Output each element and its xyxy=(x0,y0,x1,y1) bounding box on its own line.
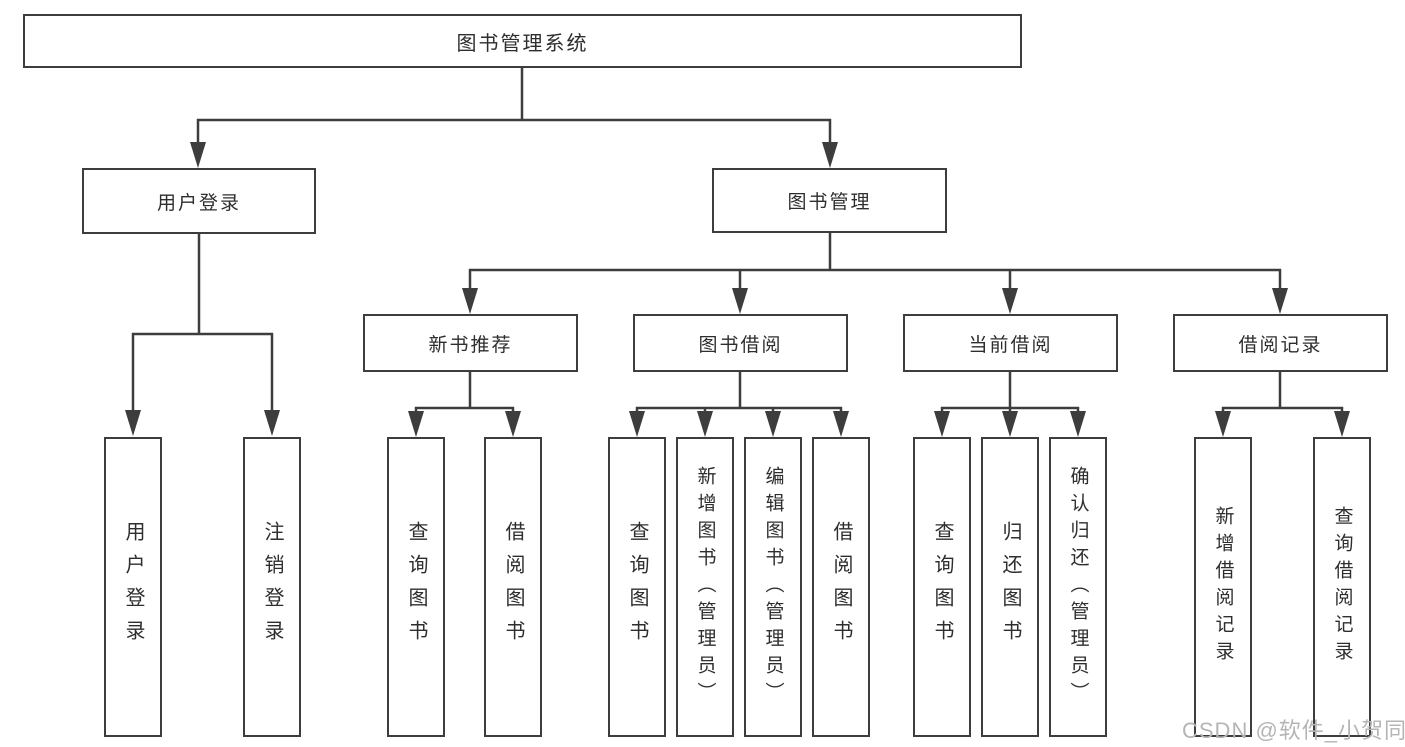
node-root: 图书管理系统 xyxy=(23,14,1022,68)
leaf-edit-books-admin-label: 编辑图书（管理员） xyxy=(762,465,784,709)
node-book-management: 图书管理 xyxy=(712,168,947,233)
leaf-borrow-books-1: 借阅图书 xyxy=(484,437,542,737)
connector-book-management xyxy=(462,233,1288,314)
leaf-query-borrow-record-label: 查询借阅记录 xyxy=(1331,506,1353,668)
node-book-management-label: 图书管理 xyxy=(787,192,872,213)
leaf-add-borrow-record-label: 新增借阅记录 xyxy=(1212,506,1234,668)
leaf-query-books-2-label: 查询图书 xyxy=(626,521,648,653)
node-root-label: 图书管理系统 xyxy=(456,32,589,55)
connector-borrow-records xyxy=(1215,371,1350,437)
connector-new-book-recommend xyxy=(408,371,521,437)
leaf-return-books-label: 归还图书 xyxy=(999,521,1021,653)
leaf-query-books-1: 查询图书 xyxy=(387,437,445,737)
leaf-return-books: 归还图书 xyxy=(981,437,1039,737)
csdn-watermark: CSDN @软件_小贺同学 xyxy=(1182,718,1405,743)
node-book-borrow: 图书借阅 xyxy=(633,314,848,372)
leaf-query-books-3-label: 查询图书 xyxy=(931,521,953,653)
leaf-query-books-1-label: 查询图书 xyxy=(405,521,427,653)
leaf-edit-books-admin: 编辑图书（管理员） xyxy=(744,437,802,737)
leaf-query-books-3: 查询图书 xyxy=(913,437,971,737)
node-current-borrow-label: 当前借阅 xyxy=(968,334,1053,356)
node-user-login: 用户登录 xyxy=(82,168,316,234)
leaf-confirm-return-admin: 确认归还（管理员） xyxy=(1049,437,1107,737)
leaf-query-books-2: 查询图书 xyxy=(608,437,666,737)
connector-book-borrow xyxy=(629,371,849,437)
connector-current-borrow xyxy=(934,371,1086,437)
leaf-borrow-books-1-label: 借阅图书 xyxy=(502,521,524,653)
leaf-borrow-books-2-label: 借阅图书 xyxy=(830,521,852,653)
connector-user-login xyxy=(125,233,280,436)
leaf-user-login: 用户登录 xyxy=(104,437,162,737)
leaf-add-borrow-record: 新增借阅记录 xyxy=(1194,437,1252,737)
leaf-add-books-admin-label: 新增图书（管理员） xyxy=(694,465,716,709)
node-new-book-recommend-label: 新书推荐 xyxy=(428,334,513,356)
node-new-book-recommend: 新书推荐 xyxy=(363,314,578,372)
leaf-logout: 注销登录 xyxy=(243,437,301,737)
leaf-borrow-books-2: 借阅图书 xyxy=(812,437,870,737)
leaf-query-borrow-record: 查询借阅记录 xyxy=(1313,437,1371,737)
leaf-user-login-label: 用户登录 xyxy=(122,521,144,653)
leaf-logout-label: 注销登录 xyxy=(261,521,283,653)
node-current-borrow: 当前借阅 xyxy=(903,314,1118,372)
node-borrow-records: 借阅记录 xyxy=(1173,314,1388,372)
node-borrow-records-label: 借阅记录 xyxy=(1238,334,1323,356)
leaf-add-books-admin: 新增图书（管理员） xyxy=(676,437,734,737)
node-book-borrow-label: 图书借阅 xyxy=(698,334,783,356)
node-user-login-label: 用户登录 xyxy=(156,192,241,214)
leaf-confirm-return-admin-label: 确认归还（管理员） xyxy=(1067,465,1089,709)
connector-root xyxy=(190,67,838,168)
